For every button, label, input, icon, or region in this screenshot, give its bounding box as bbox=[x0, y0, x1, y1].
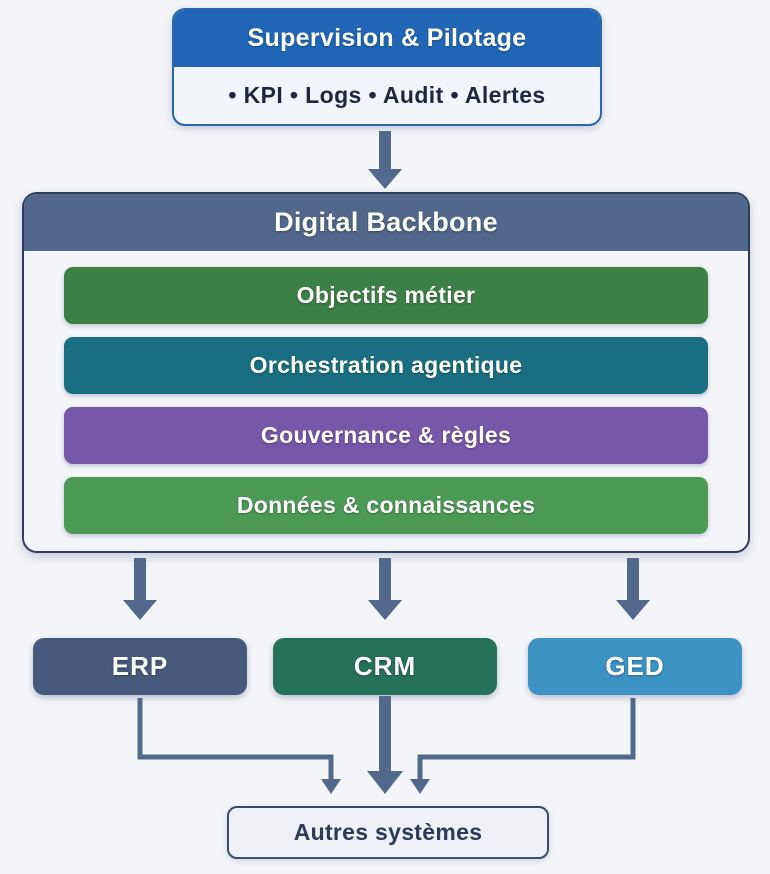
down-arrow-icon-crm bbox=[368, 558, 402, 620]
down-arrow-crm bbox=[367, 696, 403, 794]
supervision-header: Supervision & Pilotage bbox=[174, 10, 600, 67]
backbone-title: Digital Backbone bbox=[274, 207, 498, 237]
backbone-box: Digital Backbone Objectifs métier Orches… bbox=[22, 192, 750, 553]
elbow-connector-erp bbox=[137, 698, 334, 780]
backbone-header: Digital Backbone bbox=[24, 194, 748, 251]
connector-lines bbox=[137, 696, 636, 794]
down-arrow-shape bbox=[616, 558, 650, 620]
supervision-items-text: • KPI • Logs • Audit • Alertes bbox=[228, 82, 546, 108]
down-arrow-shape bbox=[123, 558, 157, 620]
supervision-box: Supervision & Pilotage • KPI • Logs • Au… bbox=[172, 8, 602, 126]
layer-gouvernance-regles: Gouvernance & règles bbox=[64, 407, 708, 464]
elbow-connector-ged bbox=[417, 698, 636, 780]
supervision-title: Supervision & Pilotage bbox=[247, 24, 527, 52]
layer-donnees-connaissances: Données & connaissances bbox=[64, 477, 708, 534]
layer-objectifs-metier: Objectifs métier bbox=[64, 267, 708, 324]
arrowhead-ged bbox=[410, 779, 430, 794]
down-arrow-icon-ged bbox=[616, 558, 650, 620]
down-arrow-shape bbox=[368, 131, 402, 189]
down-arrow-shape bbox=[368, 558, 402, 620]
system-box-erp: ERP bbox=[33, 638, 247, 695]
supervision-items: • KPI • Logs • Audit • Alertes bbox=[174, 67, 600, 124]
system-box-crm: CRM bbox=[273, 638, 497, 695]
other-systems-box: Autres systèmes bbox=[227, 806, 549, 859]
down-arrow-icon-erp bbox=[123, 558, 157, 620]
arrowhead-erp bbox=[321, 779, 341, 794]
system-box-ged: GED bbox=[528, 638, 742, 695]
backbone-layers: Objectifs métier Orchestration agentique… bbox=[24, 251, 748, 534]
layer-orchestration-agentique: Orchestration agentique bbox=[64, 337, 708, 394]
down-arrow-icon bbox=[368, 131, 402, 189]
other-systems-label: Autres systèmes bbox=[293, 819, 483, 845]
